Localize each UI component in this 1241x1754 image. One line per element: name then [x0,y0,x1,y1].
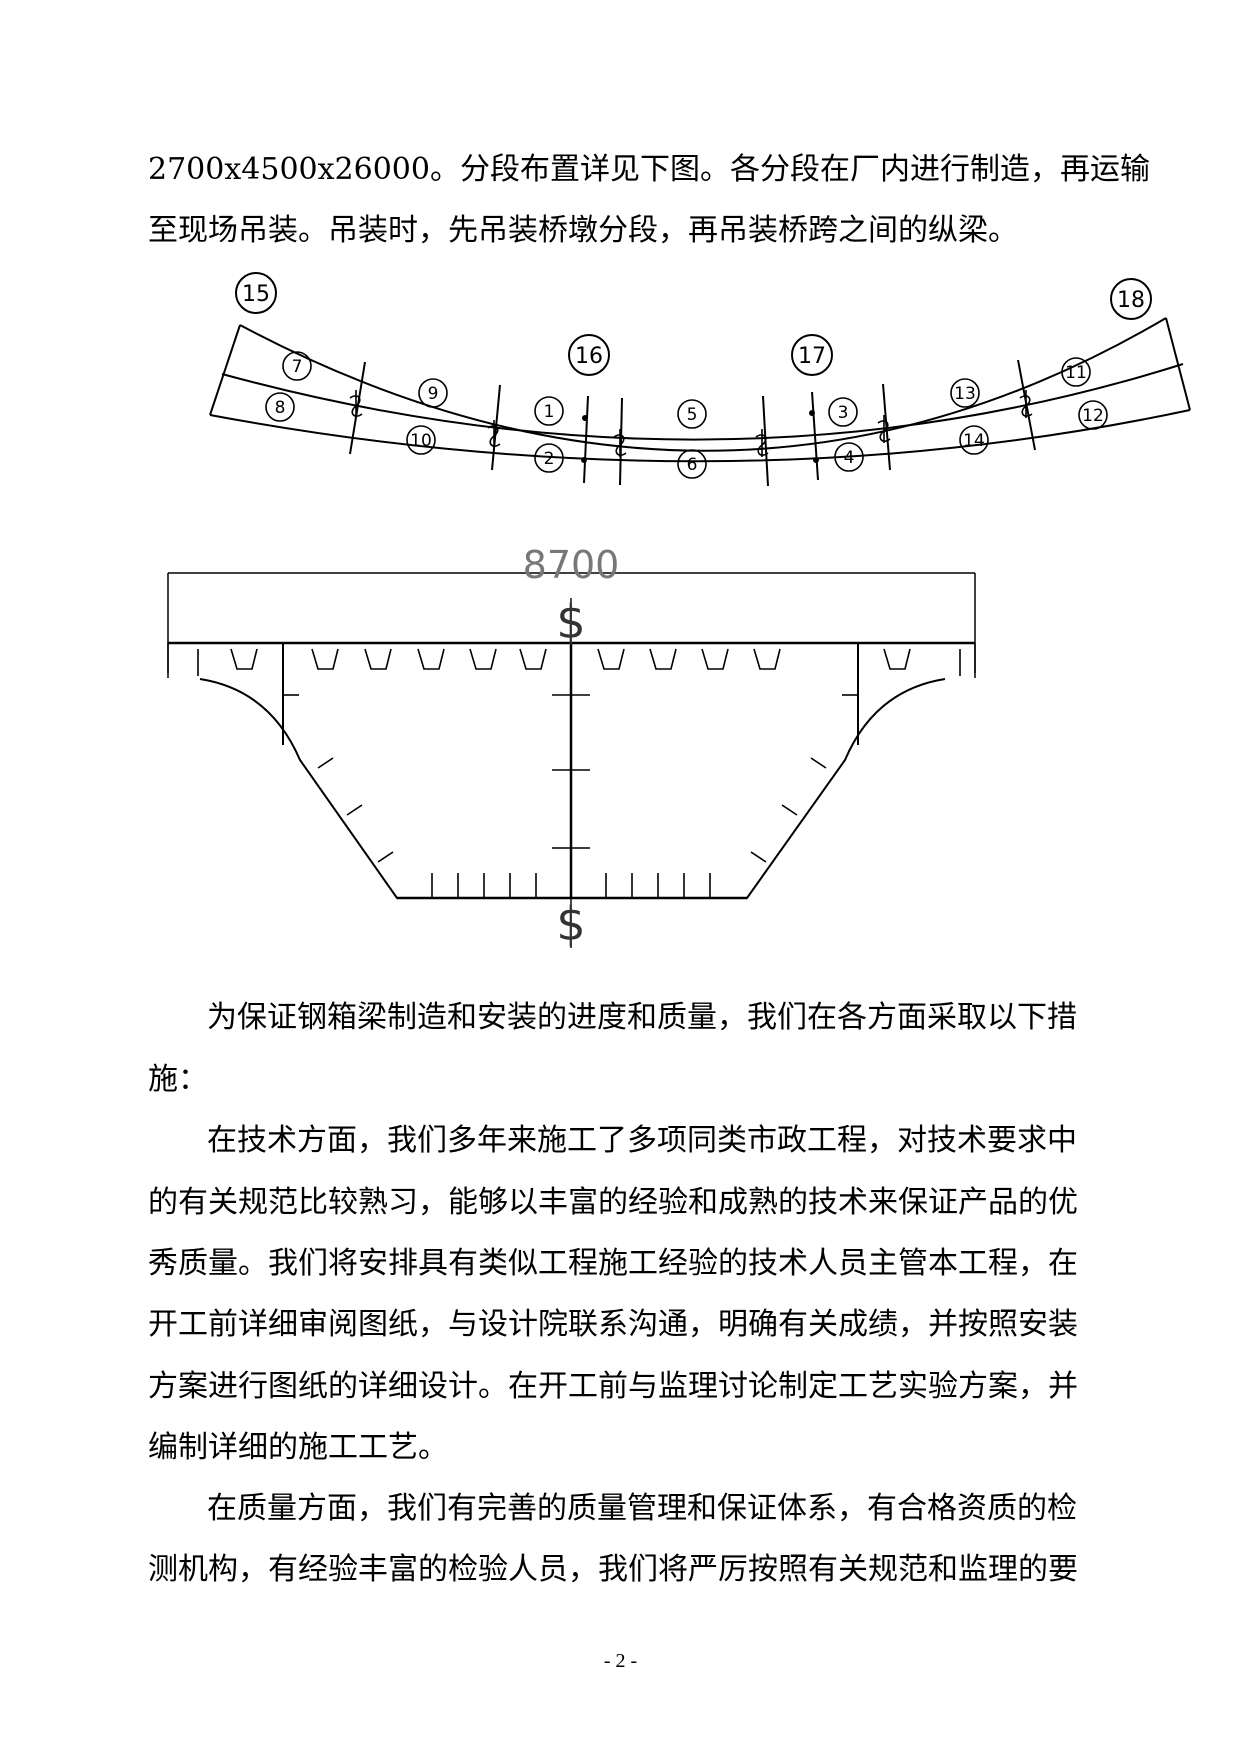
girder-inner-edge [209,409,1191,463]
pier-17-circle [791,334,833,376]
segment-label-2: 2 [544,449,555,469]
paragraph-3-line-1: 在质量方面，我们有完善的质量管理和保证体系，有合格资质的检 [207,1491,1077,1526]
segment-label-6: 6 [687,455,698,475]
segment-label-3: 3 [838,403,849,423]
segment-label-12: 12 [1082,406,1104,426]
segment-label-10: 10 [410,431,432,451]
girder-centerline [221,363,1184,441]
girder-outer-edge [239,317,1167,452]
paragraph-2-line-6: 编制详细的施工工艺。 [148,1430,448,1465]
paragraph-2-line-1: 在技术方面，我们多年来施工了多项同类市政工程，对技术要求中 [207,1123,1077,1158]
pier-15-circle [235,272,277,314]
pier-18-circle [1110,278,1152,320]
width-dimension: 8700 [523,543,620,587]
segment-label-5: 5 [687,405,698,425]
pier-label-18: 18 [1117,288,1145,313]
box-section-diagram [167,572,976,948]
paragraph-3-line-2: 测机构，有经验丰富的检验人员，我们将严厉按照有关规范和监理的要 [148,1552,1078,1587]
segment-label-9: 9 [428,384,439,404]
segment-label-11: 11 [1065,363,1087,383]
paragraph-2-line-3: 秀质量。我们将安排具有类似工程施工经验的技术人员主管本工程，在 [148,1246,1078,1281]
pier-label-16: 16 [575,344,603,369]
segment-label-4: 4 [844,448,855,468]
segment-label-7: 7 [292,357,303,377]
intro-line-2: 至现场吊装。吊装时，先吊装桥墩分段，再吊装桥跨之间的纵梁。 [148,213,1018,248]
intro-line-1: 2700x4500x26000。分段布置详见下图。各分段在厂内进行制造，再运输 [148,152,1150,187]
segment-label-14: 14 [963,431,985,451]
page-number: - 2 - [603,1650,638,1672]
pier-label-15: 15 [242,282,270,307]
pier-16-circle [568,334,610,376]
centerline-symbol-bottom: $ [556,897,585,951]
bridge-figures: 15 16 17 18 7 8 9 10 1 2 5 6 3 4 13 14 1… [167,272,1191,951]
paragraph-2-line-2: 的有关规范比较熟习，能够以丰富的经验和成熟的技术来保证产品的优 [148,1185,1078,1220]
box-outline [199,678,946,899]
segment-label-1: 1 [544,402,555,422]
paragraph-1-line-1: 为保证钢箱梁制造和安装的进度和质量，我们在各方面采取以下措 [207,1000,1077,1035]
paragraph-2-line-5: 方案进行图纸的详细设计。在开工前与监理讨论制定工艺实验方案，并 [148,1369,1078,1404]
paragraph-1-line-2: 施： [148,1062,208,1097]
segment-plan-diagram [209,317,1191,487]
segment-label-8: 8 [275,398,286,418]
segment-label-13: 13 [954,384,976,404]
centerline-symbol-top: $ [556,595,585,649]
paragraph-2-line-4: 开工前详细审阅图纸，与设计院联系沟通，明确有关成绩，并按照安装 [148,1307,1078,1342]
pier-label-17: 17 [798,344,826,369]
